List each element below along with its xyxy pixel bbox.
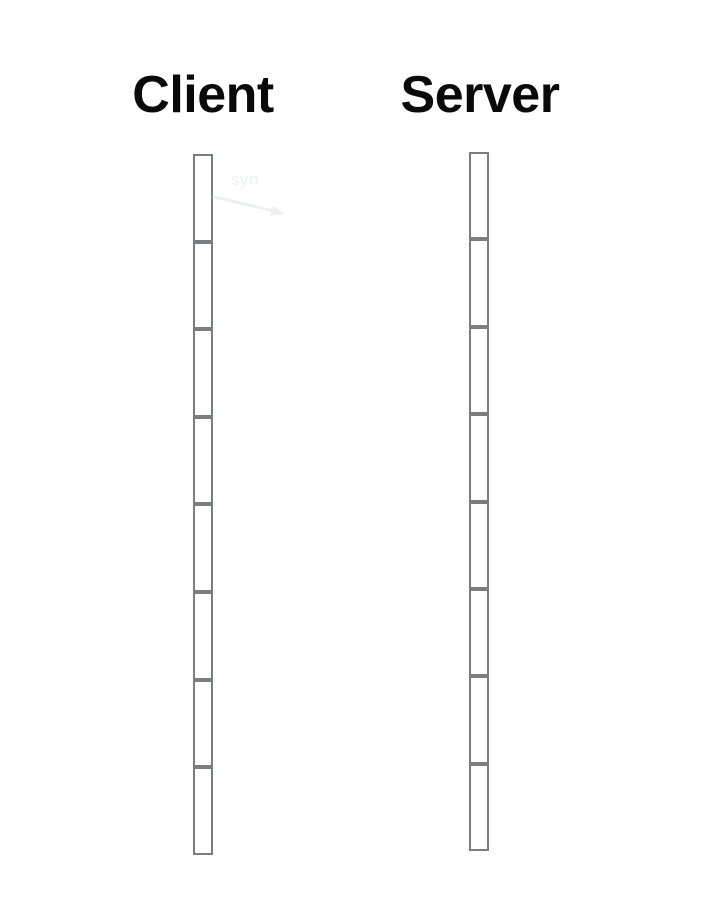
client-activation-segment bbox=[193, 241, 213, 330]
client-activation-segment bbox=[193, 767, 213, 855]
syn-message-label: syn bbox=[231, 170, 259, 189]
client-activation-segment bbox=[193, 329, 213, 417]
client-activation-segment bbox=[193, 679, 213, 768]
server-title: Server bbox=[400, 66, 560, 124]
client-activation-segment bbox=[193, 416, 213, 505]
client-activation-segment bbox=[193, 504, 213, 592]
client-activation-segment bbox=[193, 591, 213, 680]
server-activation-segment bbox=[469, 414, 489, 502]
server-activation-segment bbox=[469, 676, 489, 764]
server-activation-segment bbox=[469, 152, 489, 240]
client-activation-bar bbox=[193, 154, 213, 855]
server-activation-segment bbox=[469, 239, 489, 327]
server-activation-segment bbox=[469, 326, 489, 415]
client-activation-segment bbox=[193, 154, 213, 242]
server-activation-segment bbox=[469, 501, 489, 589]
server-activation-segment bbox=[469, 588, 489, 677]
syn-message-arrow-icon bbox=[212, 195, 285, 216]
client-title: Client bbox=[132, 66, 274, 124]
server-activation-bar bbox=[469, 152, 489, 852]
server-activation-segment bbox=[469, 763, 489, 852]
